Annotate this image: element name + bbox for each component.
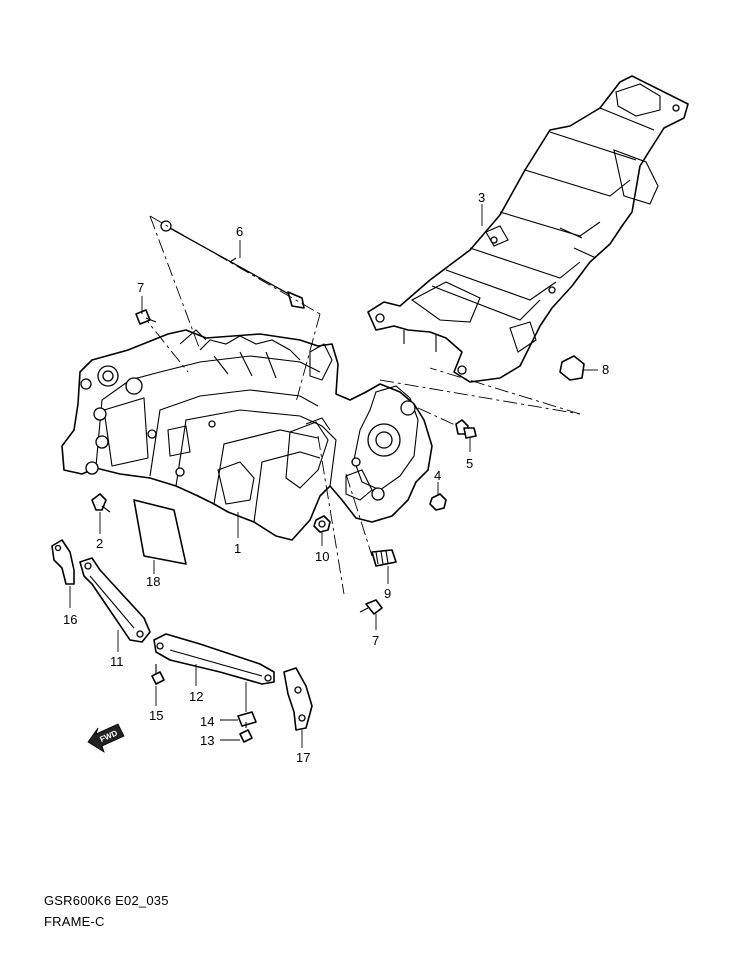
bolt-pivot xyxy=(455,419,477,439)
bracket-left-long xyxy=(79,557,151,643)
assembly-lines xyxy=(139,215,581,595)
callout-1: 1 xyxy=(234,541,241,556)
callout-18: 18 xyxy=(146,574,160,589)
collar xyxy=(313,515,331,533)
callout-5: 5 xyxy=(466,456,473,471)
callout-16: 16 xyxy=(63,612,77,627)
bolt-lower-left xyxy=(151,664,165,685)
callout-11: 11 xyxy=(110,654,124,669)
callout-3: 3 xyxy=(478,190,485,205)
callout-13: 13 xyxy=(200,733,214,748)
callout-10: 10 xyxy=(315,549,329,564)
callout-6: 6 xyxy=(236,224,243,239)
callout-14: 14 xyxy=(200,714,214,729)
callout-7-upper: 7 xyxy=(137,280,144,295)
page-title: FRAME-C xyxy=(44,914,105,929)
callout-4: 4 xyxy=(434,468,441,483)
fwd-arrow-icon: FWD xyxy=(87,723,125,753)
callout-numbers: 6 7 3 8 5 4 1 2 10 9 7 18 16 11 12 15 14… xyxy=(63,190,609,765)
callout-15: 15 xyxy=(149,708,163,723)
callout-8: 8 xyxy=(602,362,609,377)
leader-lines xyxy=(69,204,598,748)
bracket-lower-long xyxy=(153,633,275,685)
main-frame xyxy=(61,329,433,541)
bolt-small xyxy=(239,722,253,743)
callout-2: 2 xyxy=(96,536,103,551)
nut xyxy=(429,493,447,511)
bolt-upper xyxy=(135,309,157,325)
bolt-lower xyxy=(359,599,383,615)
model-code: GSR600K6 E02_035 xyxy=(44,893,169,908)
through-bolt xyxy=(160,220,305,309)
bracket-right-curved xyxy=(283,667,313,731)
washer-plate xyxy=(237,711,257,727)
bushing xyxy=(371,549,397,567)
rear-subframe xyxy=(367,75,689,383)
callout-12: 12 xyxy=(189,689,203,704)
bolt-frame-left xyxy=(91,493,111,513)
clip xyxy=(559,355,585,381)
callout-7-lower: 7 xyxy=(372,633,379,648)
frame-plate xyxy=(133,499,187,565)
callout-9: 9 xyxy=(384,586,391,601)
callout-17: 17 xyxy=(296,750,310,765)
